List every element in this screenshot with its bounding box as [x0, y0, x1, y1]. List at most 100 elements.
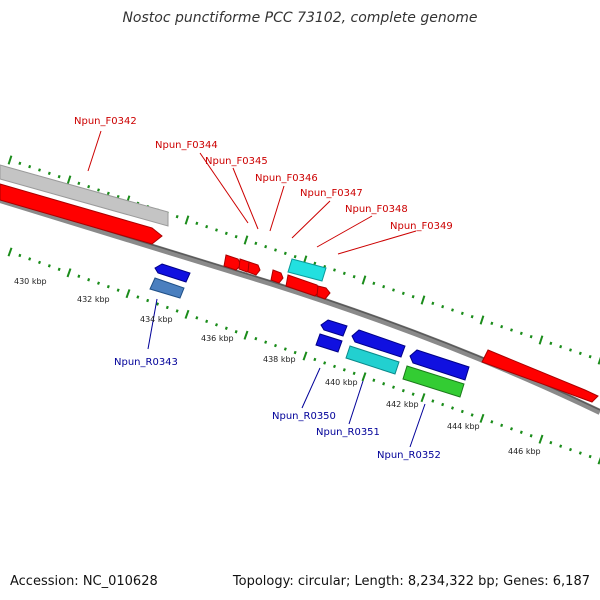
minor-tick [38, 168, 41, 172]
gene-r-blue-1[interactable] [154, 263, 191, 283]
major-tick [7, 155, 13, 165]
minor-tick [411, 294, 415, 299]
scale-label: 438 kbp [263, 355, 296, 364]
minor-tick [450, 406, 455, 410]
minor-tick [578, 351, 582, 356]
minor-tick [214, 323, 219, 327]
forward-gene-labels: Npun_F0342 Npun_F0344 Npun_F0345 Npun_F0… [74, 116, 453, 232]
gray-feature[interactable] [0, 164, 169, 227]
gene-f0342[interactable] [0, 183, 163, 245]
major-tick [361, 275, 367, 285]
minor-tick [47, 171, 51, 176]
minor-tick [195, 221, 199, 226]
gene-r0350[interactable] [315, 333, 343, 353]
minor-tick [87, 278, 91, 282]
gene-f0344[interactable] [223, 254, 242, 271]
minor-tick [392, 288, 395, 292]
gene-label-f0347[interactable]: Npun_F0347 [300, 188, 363, 199]
scale-label: 430 kbp [14, 277, 47, 286]
upper-tick-track [7, 155, 600, 365]
gene-cyan-forward[interactable] [287, 258, 327, 282]
major-tick [243, 235, 249, 245]
minor-tick [470, 413, 474, 417]
major-tick [184, 215, 190, 225]
minor-tick [431, 301, 435, 306]
gene-r0343[interactable] [149, 277, 185, 299]
gene-label-r0343[interactable]: Npun_R0343 [114, 357, 178, 368]
major-tick [66, 268, 72, 278]
minor-tick [588, 354, 592, 359]
gene-r-blue-4[interactable] [409, 349, 470, 381]
gene-f0349[interactable] [316, 285, 331, 300]
minor-tick [333, 268, 336, 272]
minor-tick [18, 161, 22, 166]
minor-tick [490, 420, 494, 424]
minor-tick [293, 254, 297, 259]
gene-label-f0342[interactable]: Npun_F0342 [74, 116, 137, 127]
minor-tick [37, 260, 42, 265]
gene-label-f0348[interactable]: Npun_F0348 [345, 204, 408, 215]
gene-r0352[interactable] [402, 365, 465, 398]
scale-label: 446 kbp [508, 447, 541, 456]
minor-tick [57, 267, 61, 272]
minor-tick [175, 309, 179, 313]
gene-label-r0350[interactable]: Npun_R0350 [272, 411, 336, 422]
minor-tick [510, 328, 513, 332]
accession-text: Accession: NC_010628 [10, 574, 158, 589]
minor-tick [254, 241, 258, 246]
minor-tick [578, 451, 582, 455]
minor-tick [224, 326, 228, 330]
minor-tick [313, 261, 317, 266]
major-tick [597, 356, 600, 365]
gene-r0351[interactable] [345, 345, 400, 375]
minor-tick [441, 304, 445, 309]
minor-tick [509, 427, 514, 431]
scale-labels: 430 kbp 432 kbp 434 kbp 436 kbp 438 kbp … [14, 277, 541, 456]
major-tick [66, 175, 72, 185]
minor-tick [519, 331, 523, 336]
minor-tick [559, 444, 563, 448]
minor-tick [529, 334, 533, 339]
minor-tick [460, 311, 464, 316]
minor-tick [146, 298, 150, 303]
gene-f0346[interactable] [247, 261, 261, 276]
minor-tick [529, 434, 533, 438]
major-tick [243, 330, 249, 340]
scale-label: 442 kbp [386, 400, 419, 409]
minor-tick [254, 336, 258, 341]
minor-tick [205, 224, 209, 229]
gene-f0347[interactable] [270, 269, 284, 284]
gene-f-right[interactable] [481, 349, 599, 403]
minor-tick [155, 302, 160, 306]
gene-r-blue-2[interactable] [320, 319, 348, 337]
minor-tick [224, 231, 228, 236]
minor-tick [234, 234, 238, 239]
scale-label: 444 kbp [447, 422, 480, 431]
gene-label-f0344[interactable]: Npun_F0344 [155, 140, 218, 151]
gene-label-r0352[interactable]: Npun_R0352 [377, 450, 441, 461]
minor-tick [28, 257, 32, 261]
reverse-gene-labels: Npun_R0343 Npun_R0350 Npun_R0351 Npun_R0… [114, 357, 441, 461]
backbone-line [0, 197, 600, 415]
minor-tick [549, 341, 553, 346]
minor-tick [273, 343, 278, 348]
scale-label: 434 kbp [140, 315, 173, 324]
gene-label-f0346[interactable]: Npun_F0346 [255, 173, 318, 184]
gene-r-blue-3[interactable] [351, 329, 406, 358]
gene-label-f0345[interactable]: Npun_F0345 [205, 156, 268, 167]
topology-text: Topology: circular; Length: 8,234,322 bp… [232, 574, 590, 589]
major-tick [538, 434, 544, 444]
minor-tick [274, 248, 277, 252]
minor-tick [372, 281, 376, 286]
minor-tick [588, 454, 592, 459]
minor-tick [77, 274, 81, 278]
gene-label-f0349[interactable]: Npun_F0349 [390, 221, 453, 232]
map-title: Nostoc punctiforme PCC 73102, complete g… [122, 10, 478, 26]
minor-tick [264, 340, 268, 344]
minor-tick [382, 284, 386, 289]
minor-tick [401, 388, 405, 393]
minor-tick [332, 364, 337, 369]
minor-tick [391, 385, 396, 389]
minor-tick [500, 423, 504, 428]
gene-label-r0351[interactable]: Npun_R0351 [316, 427, 380, 438]
